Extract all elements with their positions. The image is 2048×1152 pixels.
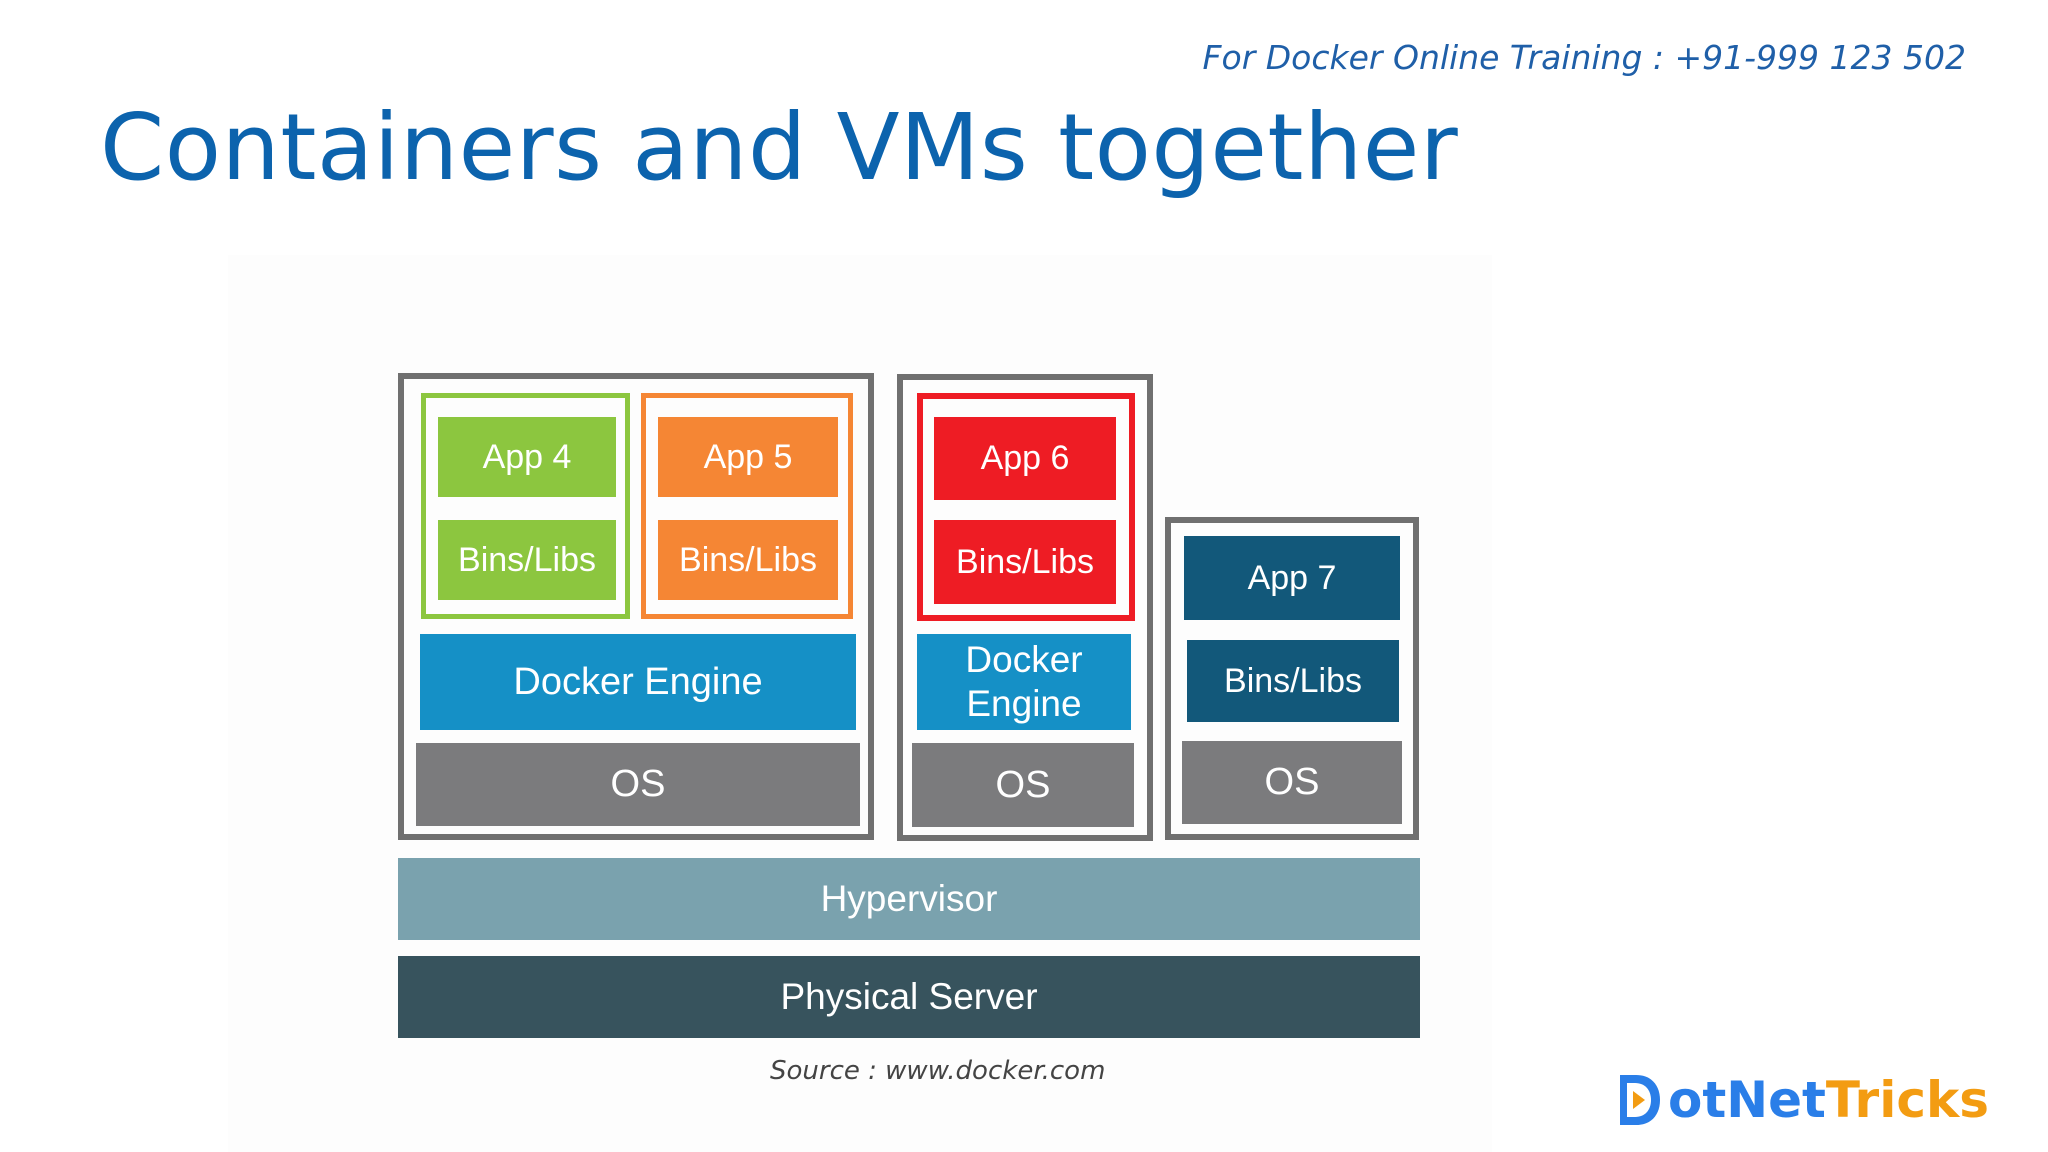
vm1-os-block: OS (416, 743, 860, 826)
app4-container-frame (421, 393, 630, 619)
training-promo: For Docker Online Training : +91-999 123… (1202, 38, 1966, 77)
vm1-frame (398, 373, 874, 840)
vm2-os-block: OS (912, 743, 1134, 827)
app4-bins-libs-block: Bins/Libs (438, 520, 616, 600)
vm1-docker-engine-block: Docker Engine (420, 634, 856, 730)
slide-title: Containers and VMs together (100, 94, 1459, 201)
app6-container-frame (917, 393, 1135, 621)
vm3-os-block: OS (1182, 741, 1402, 824)
physical-server-block: Physical Server (398, 956, 1420, 1038)
source-caption: Source : www.docker.com (770, 1056, 1106, 1086)
logo-d-play-icon (1620, 1075, 1660, 1125)
app7-block: App 7 (1184, 536, 1400, 620)
app6-block: App 6 (934, 417, 1116, 500)
vm2-frame (897, 374, 1153, 841)
app4-block: App 4 (438, 417, 616, 497)
app6-bins-libs-block: Bins/Libs (934, 520, 1116, 604)
app5-container-frame (641, 393, 853, 619)
dotnettricks-logo: otNet Tricks (1612, 1070, 1989, 1130)
vm2-docker-engine-block: Docker Engine (917, 634, 1131, 730)
app5-bins-libs-block: Bins/Libs (658, 520, 838, 600)
vm3-frame (1165, 517, 1419, 840)
hypervisor-block: Hypervisor (398, 858, 1420, 940)
app5-block: App 5 (658, 417, 838, 497)
logo-text-primary: otNet (1668, 1071, 1826, 1129)
app7-bins-libs-block: Bins/Libs (1187, 640, 1399, 722)
logo-text-accent: Tricks (1825, 1071, 1989, 1129)
